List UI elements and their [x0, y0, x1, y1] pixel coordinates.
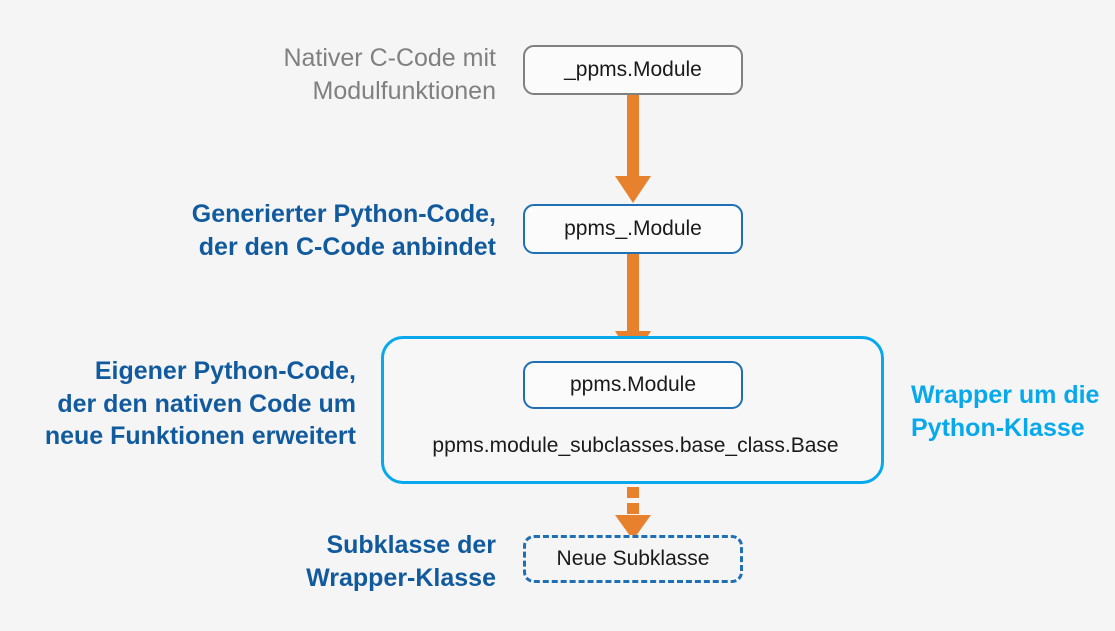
node-native-module-label: _ppms.Module [564, 58, 702, 81]
label-wrapper-around-python-class: Wrapper um die Python-Klasse [911, 381, 1100, 442]
label-native-c-code: Nativer C-Code mit Modulfunktionen [283, 44, 496, 105]
node-generated-module[interactable]: ppms_.Module [523, 204, 743, 254]
wrapper-container: ppms.module_subclasses.base_class.Base [381, 336, 884, 484]
label-generated-python-code: Generierter Python-Code, der den C-Code … [191, 200, 496, 261]
node-new-subclass[interactable]: Neue Subklasse [523, 535, 743, 583]
node-wrapper-module-label: ppms.Module [569, 373, 697, 396]
label-subclass-of-wrapper: Subklasse der Wrapper-Klasse [306, 531, 496, 592]
node-generated-module-label: ppms_.Module [564, 217, 702, 240]
label-own-python-code: Eigener Python-Code, der den nativen Cod… [44, 357, 356, 450]
arrow-wrapper-to-subclass [615, 487, 651, 540]
node-new-subclass-label: Neue Subklasse [556, 547, 710, 570]
wrapper-base-class-text: ppms.module_subclasses.base_class.Base [432, 434, 839, 457]
node-native-module[interactable]: _ppms.Module [523, 45, 743, 95]
arrow-native-to-generated [615, 95, 651, 203]
node-wrapper-module[interactable]: ppms.Module [523, 361, 743, 409]
